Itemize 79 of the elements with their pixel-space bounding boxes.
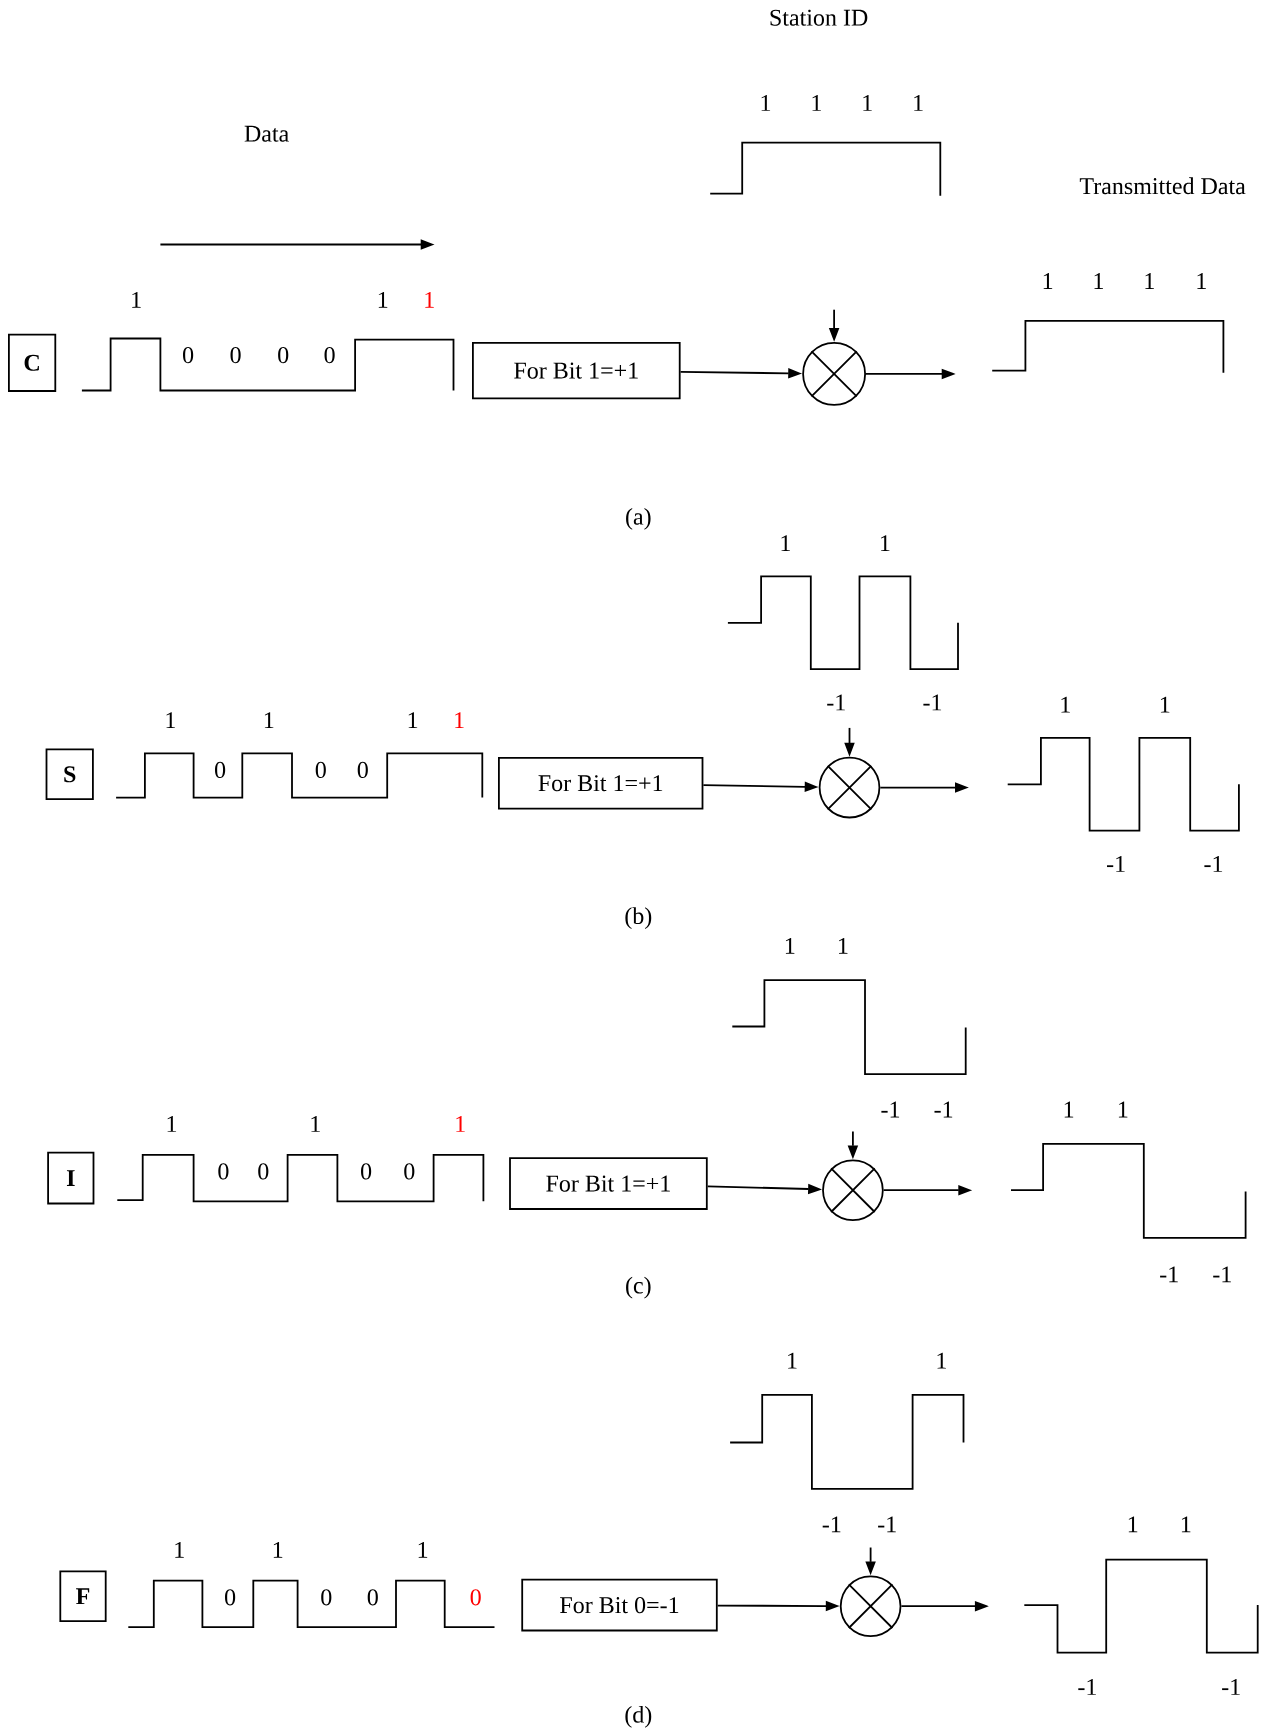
bit-value: 1 [1061, 696, 1070, 713]
bit-value: -1 [827, 694, 845, 711]
bit-value: 0 [258, 1163, 269, 1180]
heading-label: Transmitted Data [1079, 177, 1246, 195]
letter-box: C [8, 333, 57, 392]
bit-value: 1 [1118, 1101, 1128, 1118]
mapping-box: For Bit 0=-1 [521, 1578, 718, 1632]
panel-caption: (c) [626, 1276, 651, 1299]
bit-value: 1 [781, 535, 790, 552]
multiplier-circle [822, 1159, 884, 1221]
bit-value: -1 [881, 1101, 900, 1118]
bit-value: 1 [175, 1541, 184, 1558]
mapping-box: For Bit 1=+1 [509, 1157, 708, 1210]
bit-value: 0 [315, 761, 326, 778]
bit-value: 1 [937, 1352, 946, 1369]
bit-value: 1 [1145, 273, 1154, 289]
bit-value: 1 [1181, 1516, 1191, 1533]
bit-value: 1 [863, 95, 872, 111]
bit-value: 0 [324, 347, 335, 364]
bit-value: 0 [321, 1589, 332, 1606]
multiplier-circle [802, 342, 866, 406]
bit-value: 0 [215, 761, 226, 778]
panel-caption: (b) [625, 907, 652, 929]
bit-value: 0 [230, 347, 241, 364]
bit-value: -1 [923, 694, 942, 711]
bit-value: 1 [914, 95, 923, 111]
bit-value: 1 [456, 1116, 465, 1132]
mapping-box: For Bit 1=+1 [472, 342, 681, 400]
bit-value: 1 [311, 1116, 320, 1132]
bit-value: 1 [1043, 273, 1053, 289]
bit-value: 0 [183, 347, 194, 364]
bit-value: 1 [425, 291, 434, 308]
bit-value: -1 [934, 1101, 953, 1118]
letter-box: S [45, 748, 94, 801]
bit-value: -1 [1107, 856, 1125, 872]
bit-value: 1 [1197, 273, 1206, 289]
bit-value: 1 [378, 291, 388, 308]
multiplier-circle [839, 1575, 902, 1637]
heading-label: Data [244, 125, 289, 142]
bit-value: 0 [218, 1163, 229, 1180]
bit-value: 1 [1094, 273, 1103, 289]
multiplier-circle [818, 756, 881, 819]
bit-value: 1 [881, 535, 890, 552]
bit-value: 1 [418, 1541, 428, 1558]
bit-value: 0 [367, 1589, 378, 1606]
bit-value: -1 [1160, 1266, 1178, 1283]
letter-box: F [59, 1570, 107, 1622]
bit-value: 1 [761, 95, 771, 111]
panel-caption: (a) [626, 507, 651, 530]
bit-value: -1 [1222, 1679, 1240, 1695]
bit-value: 1 [167, 1116, 177, 1132]
bit-value: 1 [1160, 696, 1170, 713]
bit-value: 1 [839, 937, 848, 954]
bit-value: 1 [1128, 1516, 1138, 1533]
bit-value: 0 [225, 1589, 236, 1606]
bit-value: 1 [132, 291, 141, 308]
bit-value: 1 [166, 712, 175, 729]
bit-value: 0 [470, 1589, 481, 1606]
bit-value: 1 [264, 712, 274, 729]
heading-label: Station ID [770, 9, 868, 26]
bit-value: -1 [822, 1516, 841, 1533]
bit-value: 1 [408, 712, 418, 729]
bit-value: 1 [788, 1352, 797, 1369]
bit-value: 0 [357, 761, 368, 778]
bit-value: 1 [812, 95, 821, 111]
bit-value: 1 [273, 1541, 283, 1558]
bit-value: -1 [1078, 1679, 1096, 1695]
bit-value: 0 [278, 347, 289, 364]
bit-value: 1 [785, 937, 795, 954]
bit-value: -1 [878, 1516, 896, 1533]
letter-box: I [47, 1151, 95, 1205]
mapping-box: For Bit 1=+1 [498, 756, 704, 810]
bit-value: 0 [404, 1163, 415, 1180]
bit-value: 0 [361, 1163, 372, 1180]
bit-value: 1 [1064, 1101, 1074, 1118]
bit-value: -1 [1213, 1266, 1231, 1283]
bit-value: 1 [455, 712, 464, 729]
bit-value: -1 [1204, 856, 1223, 872]
panel-caption: (d) [625, 1705, 652, 1728]
